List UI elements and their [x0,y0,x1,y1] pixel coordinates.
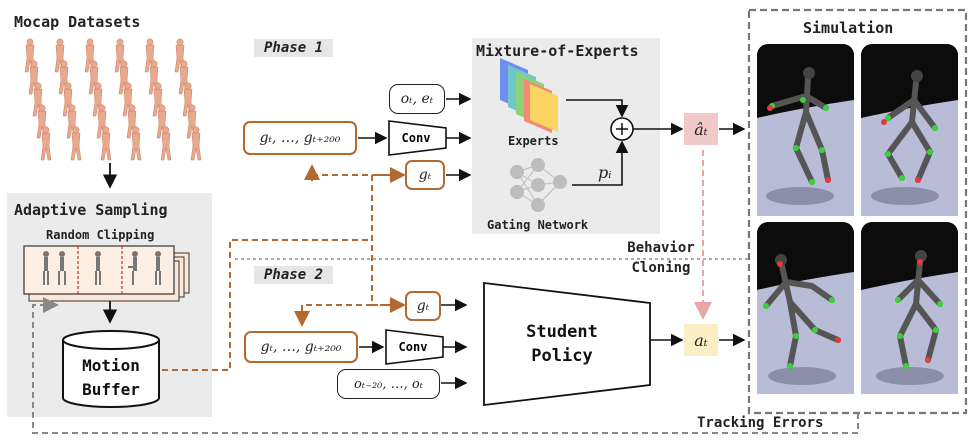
mocap-title: Mocap Datasets [14,13,141,31]
conv-label-phase2: Conv [398,340,428,354]
sim-panel-1 [757,44,854,216]
simulation-title: Simulation [803,19,894,37]
conv-shape-phase2 [385,329,444,365]
goal-seq-label-phase2: gₜ, …, gₜ₊₂₀₀ [260,339,342,355]
tracking-errors-label: Tracking Errors [693,415,828,431]
behavior-cloning-line1: Behavior [627,240,695,256]
teacher-action-label: âₜ [694,119,708,139]
adaptive-sampling-title: Adaptive Sampling [14,201,168,219]
goal-box-phase1: gₜ [405,160,445,190]
obs-box-phase1: oₜ, eₜ [389,84,445,114]
experts-stack [500,58,558,133]
clip-stack [23,245,190,302]
student-policy-line2: Policy [531,346,593,366]
goal-seq-label-phase1: gₜ, …, gₜ₊₂₀₀ [259,130,341,146]
motion-buffer-cylinder [62,330,160,408]
moe-title: Mixture-of-Experts [476,42,639,60]
sim-panel-3 [757,222,854,394]
gating-network-label: Gating Network [487,218,589,232]
obs-history-label: oₜ₋₂₀, …, oₜ [354,376,423,392]
conv-label-phase1: Conv [401,131,431,145]
goal-label-phase2: gₜ [416,298,430,314]
phase2-label: Phase 2 [254,266,334,284]
sim-panel-4 [861,222,958,394]
random-clipping-label: Random Clipping [46,228,155,242]
motion-buffer-line2: Buffer [82,380,140,399]
goal-seq-box-phase2: gₜ, …, gₜ₊₂₀₀ [244,331,358,363]
goal-seq-box-phase1: gₜ, …, gₜ₊₂₀₀ [243,121,357,155]
mocap-figures [24,38,202,161]
mocap-figure [126,104,138,139]
mocap-figure [100,126,112,161]
conv-shape-phase1 [388,120,447,156]
mocap-figure [190,126,202,161]
motion-buffer-label: Motion Buffer [63,354,159,402]
student-policy-shape [483,281,651,407]
student-action-label: aₜ [694,330,708,350]
mocap-figure [130,126,142,161]
mocap-figure [160,126,172,161]
teacher-action-box: âₜ [684,113,718,145]
goal-box-phase2: gₜ [405,291,441,321]
gating-weight-label: pᵢ [598,163,612,182]
obs-label-phase1: oₜ, eₜ [400,91,434,107]
student-policy-label: Student Policy [492,320,632,368]
behavior-cloning-line2: Cloning [631,260,691,276]
mocap-figure [70,126,82,161]
phase1-label: Phase 1 [254,39,334,57]
sim-panel-2 [861,44,958,216]
student-policy-line1: Student [526,322,598,342]
tracking-error-loop [32,297,859,434]
sim-panels [757,44,958,394]
goal-label-phase1: gₜ [418,167,432,183]
behavior-cloning-label: Behavior Cloning [613,238,709,278]
obs-history-box: oₜ₋₂₀, …, oₜ [337,369,440,399]
student-action-box: aₜ [684,324,718,356]
mocap-figure [40,126,52,161]
motion-buffer-line1: Motion [82,356,140,375]
experts-label: Experts [508,134,559,148]
gating-network-graph [510,158,567,212]
